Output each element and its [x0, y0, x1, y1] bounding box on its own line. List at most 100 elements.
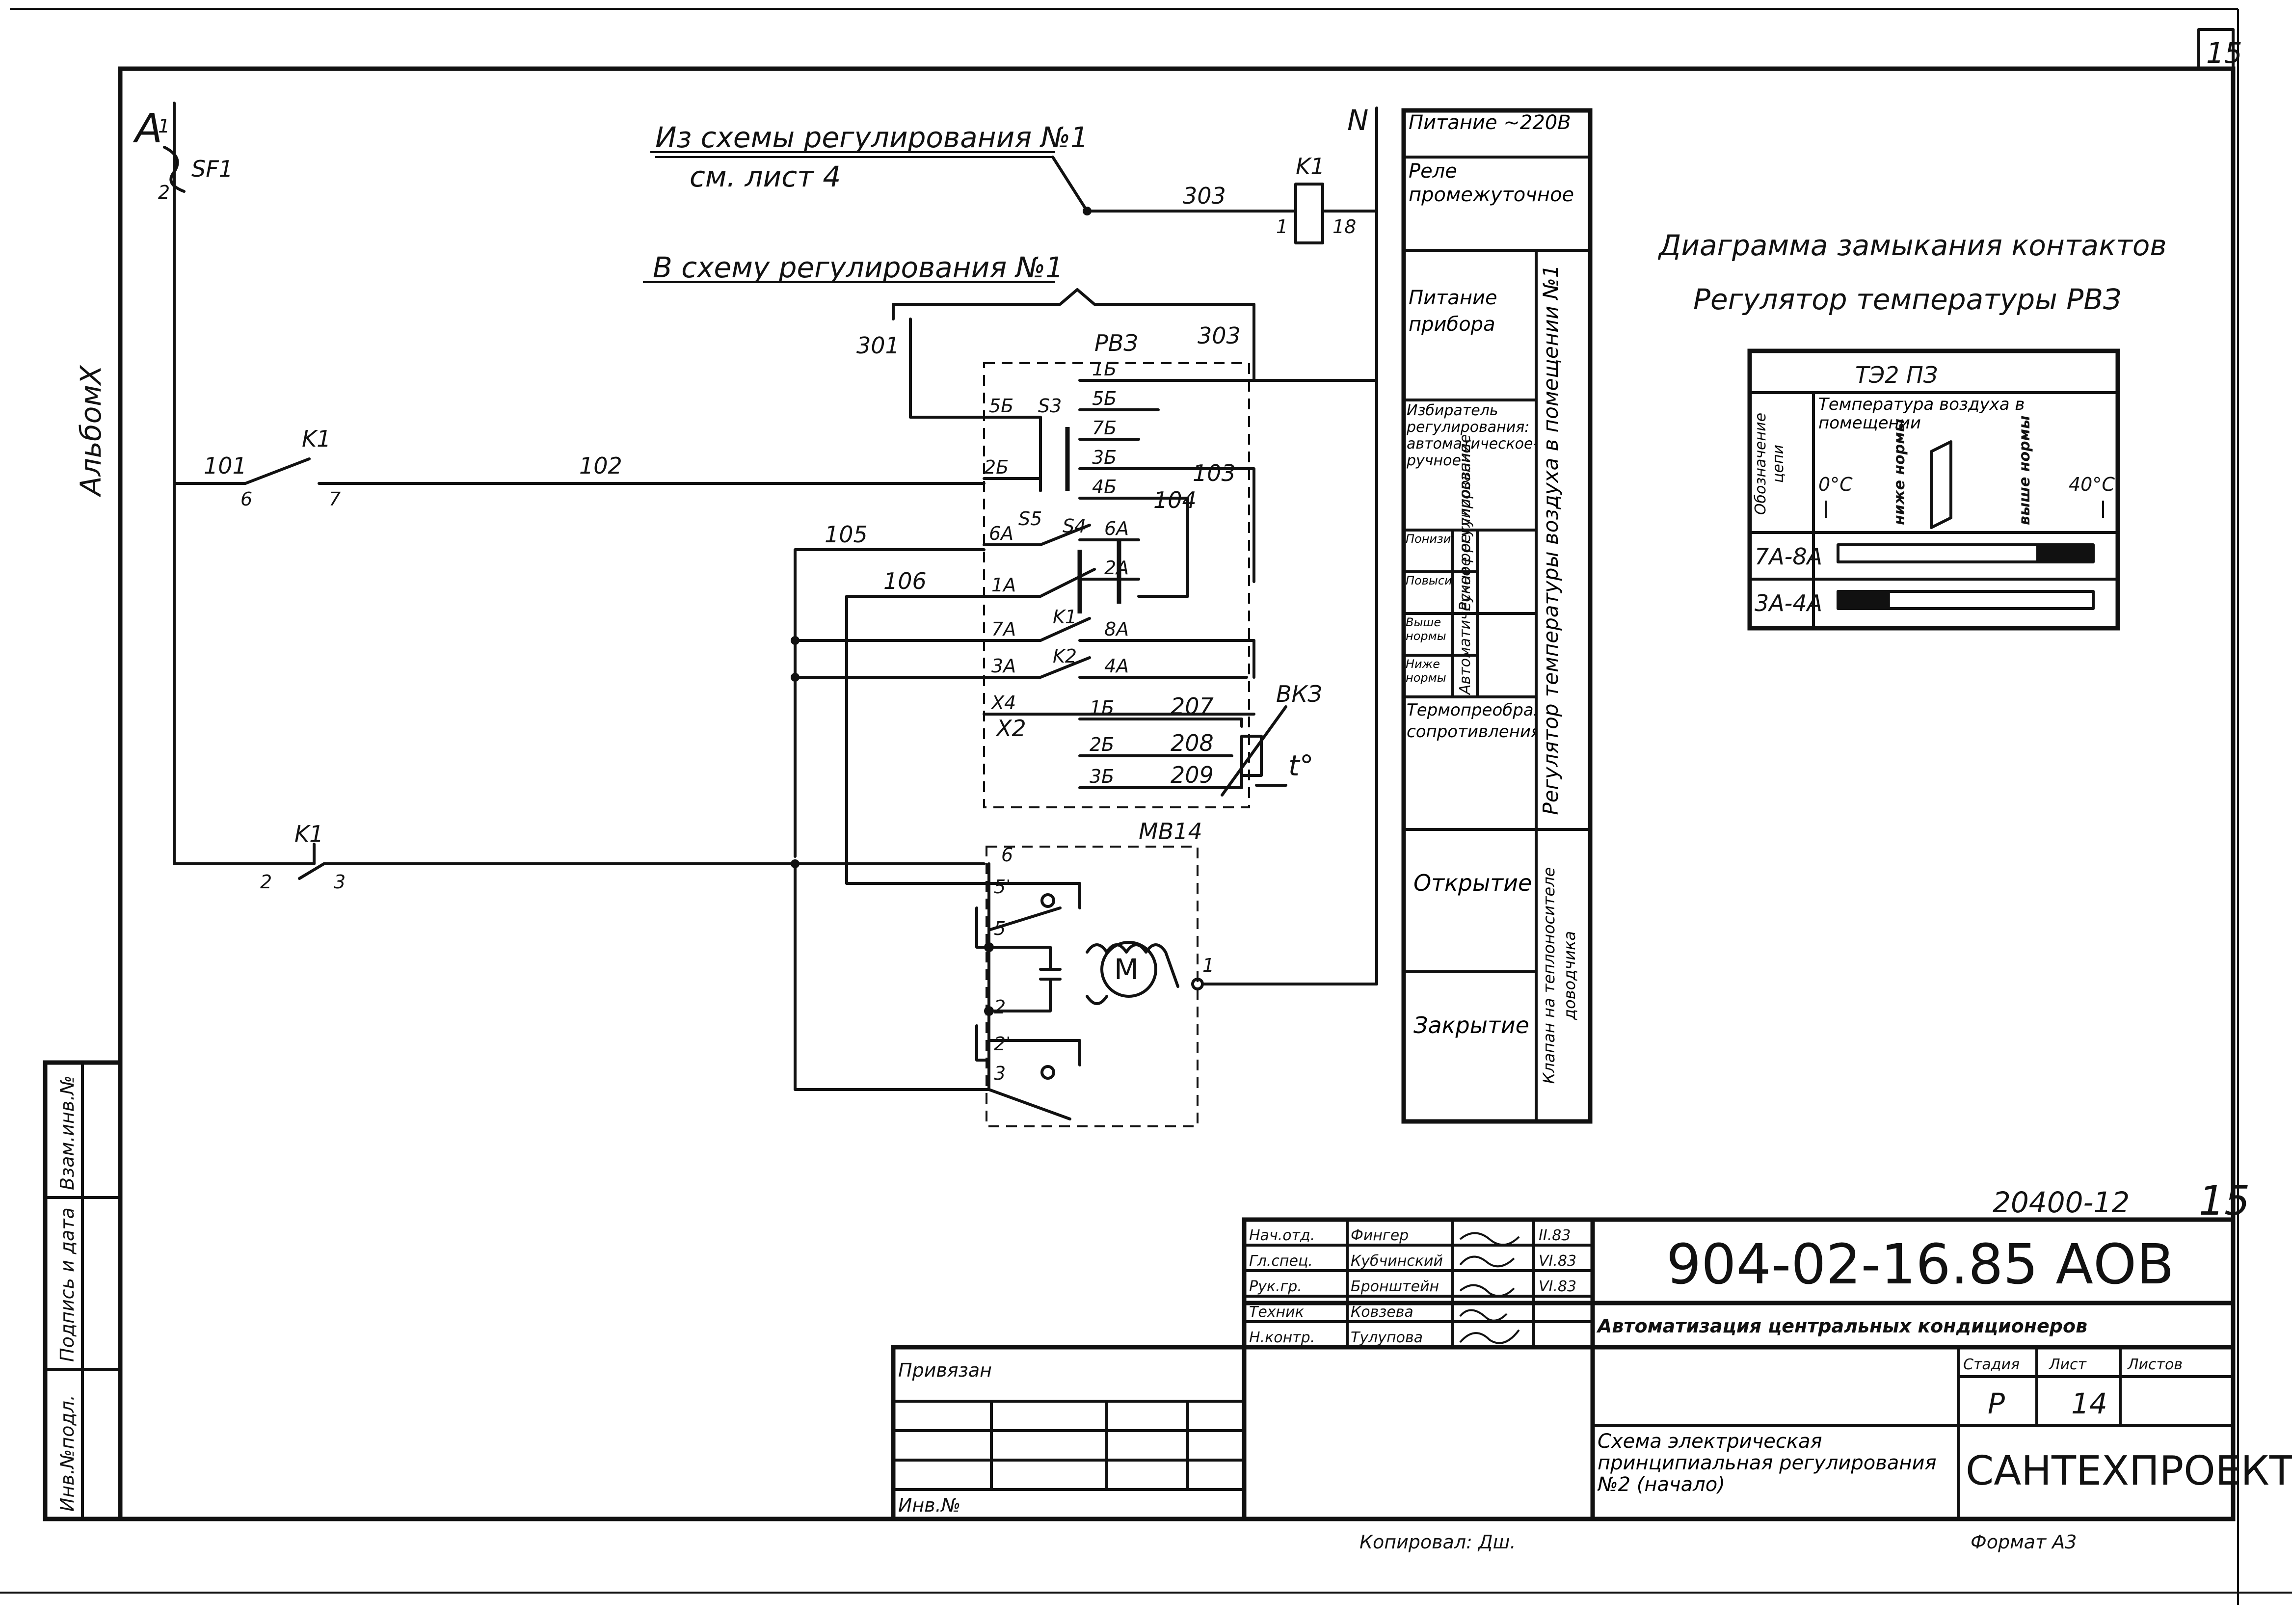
role-1: Гл.спец. [1249, 1252, 1313, 1270]
sheets-label: Листов [2127, 1356, 2183, 1373]
lt-x4: Х4 [990, 692, 1016, 714]
wire-103: 103 [1193, 460, 1236, 486]
connector-x2: X2 [995, 715, 1026, 742]
relay-k1-coil [1294, 183, 1324, 244]
role-0: Нач.отд. [1249, 1227, 1315, 1244]
sheet-value: 14 [2071, 1387, 2107, 1420]
regulator-terminals-right: 1Б 5Б 7Б 3Б 4Б 6А 2А 8А 4А 103 104 [1078, 337, 1378, 679]
lt-1a: 1А [991, 574, 1016, 596]
role-3: Техник [1249, 1304, 1304, 1321]
neutral-label: N [1347, 104, 1368, 137]
legend-group-regulator: Регулятор температуры воздуха в помещени… [1539, 265, 1563, 815]
from-scheme-label: Из схемы регулирования №1 [655, 121, 1089, 154]
signature-4 [1459, 1329, 1520, 1344]
scale-min: 0°С [1818, 474, 1853, 495]
contact-diagram-title: Диаграмма замыкания контактов [1657, 229, 2167, 262]
contact-k1-top-label: K1 [302, 426, 331, 452]
legend-row-power: Питание ~220В [1409, 112, 1571, 134]
term-3: 3 [334, 871, 346, 893]
term-act-1: 1 [1202, 955, 1214, 976]
date-2: VI.83 [1539, 1278, 1576, 1295]
scheme-bracket [892, 288, 1255, 320]
contact-k1-no [244, 457, 311, 485]
organization: САНТЕХПРОЕКТ [1966, 1448, 2292, 1494]
rt-3b: 3Б [1092, 447, 1117, 468]
drawing-title: Схема электрическая принципиальная регул… [1598, 1431, 1937, 1496]
to-scheme-label: В схему регулирования №1 [653, 251, 1064, 284]
wire-303-b: 303 [1198, 322, 1241, 349]
term-act-5p: 5' [994, 876, 1011, 898]
title-sheet-number: 15 [2199, 1178, 2250, 1225]
term-act-3: 3 [994, 1063, 1006, 1084]
circuit-row-1: 7А-8А [1755, 543, 1822, 570]
see-sheet-label: см. лист 4 [690, 160, 841, 193]
date-1: VI.83 [1539, 1252, 1576, 1270]
legend-sub-manual: Ручное регулирование [1457, 434, 1474, 611]
rt-8a: 8А [1104, 618, 1129, 640]
legend-row-raise: Повысить [1406, 574, 1453, 587]
legend-table: Питание ~220В Реле промежуточное Питание… [1401, 108, 1593, 1124]
wire-102: 102 [579, 453, 622, 479]
term-sf1-2: 2 [158, 182, 170, 203]
signature-3 [1459, 1309, 1508, 1322]
name-1: Кубчинский [1351, 1252, 1443, 1270]
archive-number: 20400-12 [1993, 1186, 2130, 1219]
date-0: II.83 [1539, 1227, 1571, 1244]
name-3: Ковзева [1351, 1304, 1413, 1321]
sensor-circuit: 1Б 2Б 3Б 207 208 209 ВКЗ t° [1078, 681, 1322, 797]
term-6: 6 [240, 488, 252, 510]
regulator-terminals-left: 5Б S3 2Б 6А S5 S4 1А 7А 3А Х4 X2 K1 K2 [983, 395, 1255, 742]
circuit-row-2: 3А-4А [1755, 590, 1822, 616]
stage-value: Р [1988, 1387, 2005, 1420]
lt-2b: 2Б [984, 456, 1009, 478]
contact-diagram-header: ТЭ2 ПЗ [1855, 362, 1938, 388]
term-act-2p: 2' [994, 1033, 1011, 1055]
phase-a-label: A [133, 106, 162, 152]
legend-sub-auto: Автоматическое регулирование [1457, 444, 1474, 695]
legend-row-device-power: Питание прибора [1409, 287, 1497, 336]
contact-k1-label: K1 [1053, 606, 1077, 628]
regulator-label: РВЗ [1094, 330, 1138, 356]
motor-label: M [1114, 953, 1139, 986]
wire-105: 105 [825, 521, 868, 548]
legend-row-above-norm: Выше нормы [1406, 615, 1446, 643]
contact-k2-label: K2 [1053, 645, 1077, 667]
sheet-number-corner: 15 [2206, 36, 2242, 70]
term-act-6: 6 [1001, 844, 1013, 866]
relay-k1-label: K1 [1296, 153, 1325, 180]
wire-209: 209 [1171, 762, 1214, 788]
term-2: 2 [260, 871, 272, 893]
lt-5b: 5Б [989, 395, 1013, 417]
legend-row-lower: Понизить [1406, 532, 1453, 546]
stamp-signature-date: Подпись и дата [56, 1207, 78, 1362]
st-3b: 3Б [1090, 766, 1114, 787]
term-7: 7 [329, 488, 341, 510]
wire-101: 101 [204, 453, 247, 479]
term-k1-18: 18 [1333, 216, 1356, 238]
inv-label: Инв.№ [898, 1494, 960, 1516]
contact-diagram: Диаграмма замыкания контактов Регулятор … [1657, 229, 2167, 631]
project-title: Автоматизация центральных кондиционеров [1596, 1315, 2087, 1337]
left-margin: АльбомХ Инв.№подл. Подпись и дата Взам.и… [43, 365, 123, 1521]
breaker-sf1 [163, 146, 186, 193]
term-sf1-1: 1 [158, 115, 170, 137]
above-norm: выше нормы [2016, 416, 2033, 525]
wire-303-a: 303 [1183, 183, 1226, 209]
rt-4a: 4А [1104, 655, 1129, 677]
breaker-label: SF1 [191, 156, 233, 182]
temp-symbol: t° [1288, 749, 1314, 782]
wire-303-top [1051, 156, 1295, 213]
tied-label: Привязан [898, 1359, 992, 1381]
name-4: Тулупова [1351, 1329, 1423, 1346]
signature-1 [1459, 1255, 1515, 1268]
stamp-replaced-inv: Взам.инв.№ [56, 1075, 78, 1190]
rt-5b: 5Б [1092, 388, 1117, 409]
wire-104: 104 [1153, 487, 1197, 513]
below-norm: ниже нормы [1891, 419, 1908, 525]
stage-label: Стадия [1963, 1356, 2020, 1373]
legend-row-sensor: Термопреобразователь сопротивления [1407, 700, 1535, 742]
legend-row-relay: Реле промежуточное [1409, 160, 1574, 206]
rt-1b: 1Б [1092, 358, 1117, 380]
legend-row-open: Открытие [1413, 870, 1532, 896]
